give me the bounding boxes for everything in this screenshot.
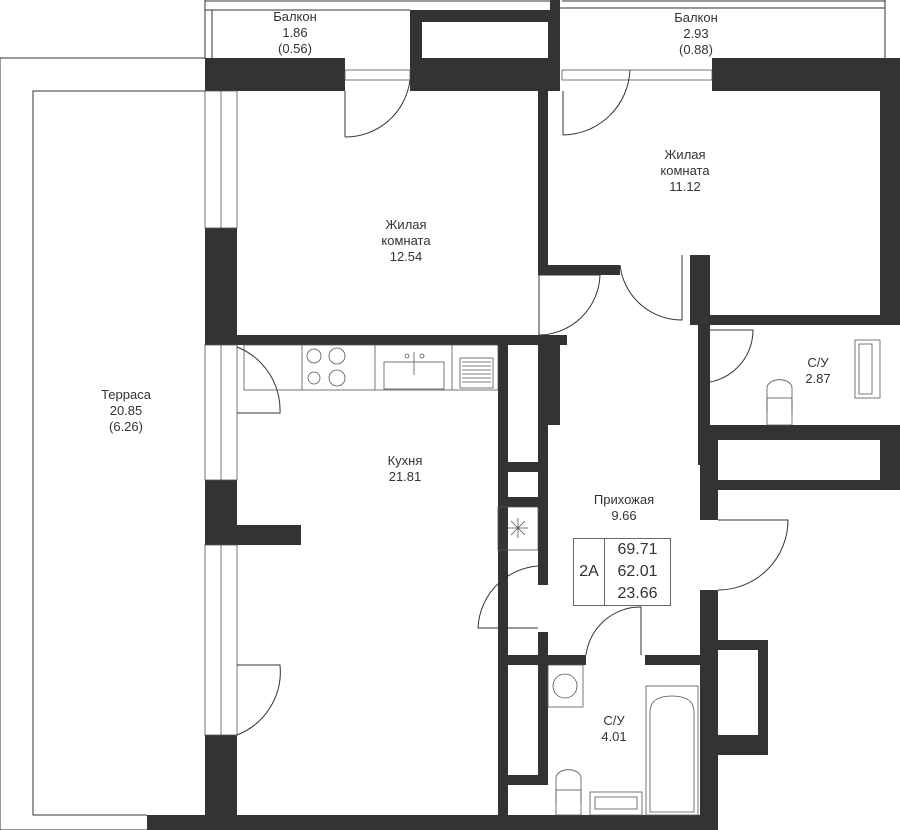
room-name: Балкон [674,10,718,25]
room-label-balcony-2: Балкон 2.93 (0.88) [674,10,718,58]
toilet-icon [766,379,793,426]
room-label-kitchen: Кухня 21.81 [388,453,423,485]
other-area: 23.66 [617,585,658,602]
apartment-type: 2А [574,539,605,605]
balcony-right-outline [560,0,886,58]
living-area: 62.01 [617,563,658,580]
room-name: Прихожая [593,492,655,507]
room-name: Жилая [385,217,427,232]
room-name-line2: комната [381,233,431,248]
room-name: Кухня [387,453,423,468]
room-label-balcony-1: Балкон 1.86 (0.56) [273,9,317,57]
room-reduced-area: (6.26) [109,419,143,434]
windows [204,69,713,736]
room-area: 12.54 [389,249,423,264]
room-name: С/У [603,713,625,728]
washbasin-icon-2 [589,791,643,816]
room-reduced-area: (0.88) [679,42,713,57]
bathtub-icon [645,685,699,816]
washing-machine-icon [547,664,584,708]
room-name: Балкон [273,9,317,24]
terrace-outline [0,57,205,830]
balcony-left-outline [204,0,550,58]
washbasin-icon [854,339,881,399]
sink-icon [383,352,445,390]
room-area: 1.86 [282,25,308,40]
room-label-bathroom-2: С/У 4.01 [601,713,626,745]
room-name: С/У [807,355,829,370]
room-label-hallway: Прихожая 9.66 [594,492,654,524]
room-name: Жилая [664,147,706,162]
room-reduced-area: (0.56) [278,41,312,56]
room-label-bathroom-1: С/У 2.87 [805,355,830,387]
room-label-terrace: Терраса 20.85 (6.26) [101,387,151,435]
room-name: Терраса [101,387,151,402]
doors [236,69,789,736]
walls [147,0,900,830]
stove-icon [306,347,346,387]
total-area: 69.71 [617,541,658,558]
room-label-living-room-2: Жилая комната 11.12 [660,147,709,195]
radiator-icon [459,357,494,389]
room-area: 9.66 [611,508,637,523]
room-area: 4.01 [601,729,627,744]
kitchen-counter [243,344,499,391]
room-label-living-room-1: Жилая комната 12.54 [381,217,430,265]
room-area: 11.12 [669,179,701,194]
apartment-summary-box: 2А 69.71 62.01 23.66 [573,538,671,606]
room-area: 2.87 [805,371,831,386]
room-name-line2: комната [660,163,710,178]
room-area: 20.85 [109,403,143,418]
room-area: 21.81 [388,469,422,484]
room-area: 2.93 [683,26,709,41]
toilet-icon-2 [555,769,582,816]
ventilation-icon [497,506,539,551]
